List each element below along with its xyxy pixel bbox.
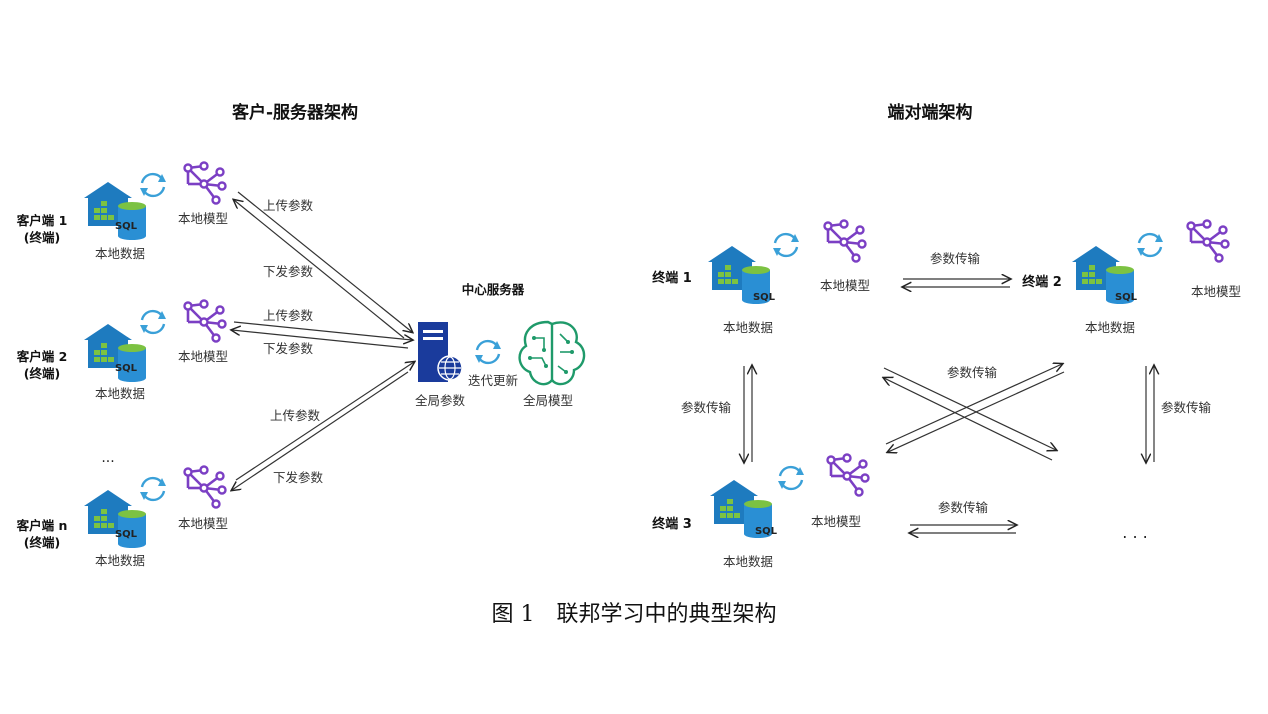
global-model-brain-icon xyxy=(518,320,586,386)
local-data-label: 本地数据 xyxy=(95,386,145,401)
p2p-title: 端对端架构 xyxy=(888,102,973,123)
diagonal-links xyxy=(884,364,1064,461)
global-params-label: 全局参数 xyxy=(415,393,466,408)
model-network-icon xyxy=(1186,219,1230,263)
download-label: 下发参数 xyxy=(263,264,314,279)
client-1-label: 客户端 1 xyxy=(16,213,68,228)
iterate-label: 迭代更新 xyxy=(468,373,518,388)
terminal-1-label: 终端 1 xyxy=(652,270,692,286)
transfer-label: 参数传输 xyxy=(947,365,998,380)
local-model-label: 本地模型 xyxy=(178,211,228,226)
t2-others-links xyxy=(1146,366,1154,462)
local-data-label: 本地数据 xyxy=(95,553,145,568)
client-2-sub: (终端) xyxy=(24,366,60,381)
model-network-icon xyxy=(826,453,870,497)
client-1-sub: (终端) xyxy=(24,230,60,245)
upload-label: 上传参数 xyxy=(263,308,314,323)
sql-label: SQL xyxy=(755,526,778,537)
local-model-label: 本地模型 xyxy=(178,516,228,531)
transfer-label: 参数传输 xyxy=(938,500,989,515)
download-label: 下发参数 xyxy=(273,470,324,485)
client-n-sub: (终端) xyxy=(24,535,60,550)
server-icon xyxy=(418,322,463,382)
client-n-links xyxy=(232,362,414,490)
terminals-ellipsis: . . . xyxy=(1122,523,1147,542)
local-model-label: 本地模型 xyxy=(820,278,870,293)
upload-label: 上传参数 xyxy=(263,198,314,213)
terminal-1: 终端 1 SQL 本地数据 本地模型 xyxy=(652,219,870,335)
terminal-3: 终端 3 SQL 本地数据 本地模型 xyxy=(652,453,870,569)
central-server: 中心服务器 xyxy=(415,282,586,408)
t3-others-links xyxy=(910,525,1016,533)
client-n: 客户端 n (终端) SQL 本地数据 本地模型 xyxy=(16,465,228,568)
client-server-title: 客户-服务器架构 xyxy=(231,102,358,123)
client-2: 客户端 2 (终端) SQL 本地数据 本地模型 xyxy=(16,299,228,401)
download-label: 下发参数 xyxy=(263,341,314,356)
t1-t2-links xyxy=(903,279,1010,287)
local-data-label: 本地数据 xyxy=(723,554,773,569)
model-network-icon xyxy=(183,299,227,343)
client-2-label: 客户端 2 xyxy=(16,349,68,364)
sql-label: SQL xyxy=(115,221,138,232)
terminal-2-label: 终端 2 xyxy=(1022,274,1062,290)
sync-icon xyxy=(138,309,168,335)
client-server-panel: 客户-服务器架构 客户端 1 (终端) SQL 本地数据 本地模型 客户端 2 … xyxy=(16,102,586,568)
transfer-label: 参数传输 xyxy=(1161,400,1212,415)
sql-label: SQL xyxy=(1115,292,1138,303)
sql-label: SQL xyxy=(115,363,138,374)
transfer-label: 参数传输 xyxy=(681,400,732,415)
clients-ellipsis: ... xyxy=(101,450,114,466)
model-network-icon xyxy=(183,465,227,509)
sync-icon xyxy=(138,476,168,502)
figure-caption: 图 1 联邦学习中的典型架构 xyxy=(492,602,777,627)
client-1: 客户端 1 (终端) SQL 本地数据 本地模型 xyxy=(16,161,228,261)
server-title: 中心服务器 xyxy=(462,282,525,297)
sync-icon xyxy=(1135,232,1165,258)
local-model-label: 本地模型 xyxy=(178,349,228,364)
client-2-links xyxy=(232,321,412,349)
local-model-label: 本地模型 xyxy=(811,514,861,529)
sync-icon xyxy=(138,172,168,198)
terminal-3-label: 终端 3 xyxy=(652,516,692,532)
sync-icon xyxy=(771,232,801,258)
transfer-label: 参数传输 xyxy=(930,251,981,266)
local-model-label: 本地模型 xyxy=(1191,284,1241,299)
sql-label: SQL xyxy=(753,292,776,303)
upload-label: 上传参数 xyxy=(270,408,321,423)
model-network-icon xyxy=(823,219,867,263)
local-data-label: 本地数据 xyxy=(723,320,773,335)
t1-t3-links xyxy=(744,366,752,462)
model-network-icon xyxy=(183,161,227,205)
sync-icon xyxy=(776,465,806,491)
global-model-label: 全局模型 xyxy=(523,393,573,408)
local-data-label: 本地数据 xyxy=(1085,320,1135,335)
terminal-2: 终端 2 SQL 本地数据 本地模型 xyxy=(1022,219,1241,335)
sql-label: SQL xyxy=(115,529,138,540)
client-1-links xyxy=(234,191,412,339)
peer-to-peer-panel: 端对端架构 终端 1 SQL 本地数据 本地模型 终端 2 SQL 本地数据 本… xyxy=(652,102,1241,569)
client-n-label: 客户端 n xyxy=(16,518,68,533)
local-data-label: 本地数据 xyxy=(95,246,145,261)
sync-icon xyxy=(473,339,503,365)
